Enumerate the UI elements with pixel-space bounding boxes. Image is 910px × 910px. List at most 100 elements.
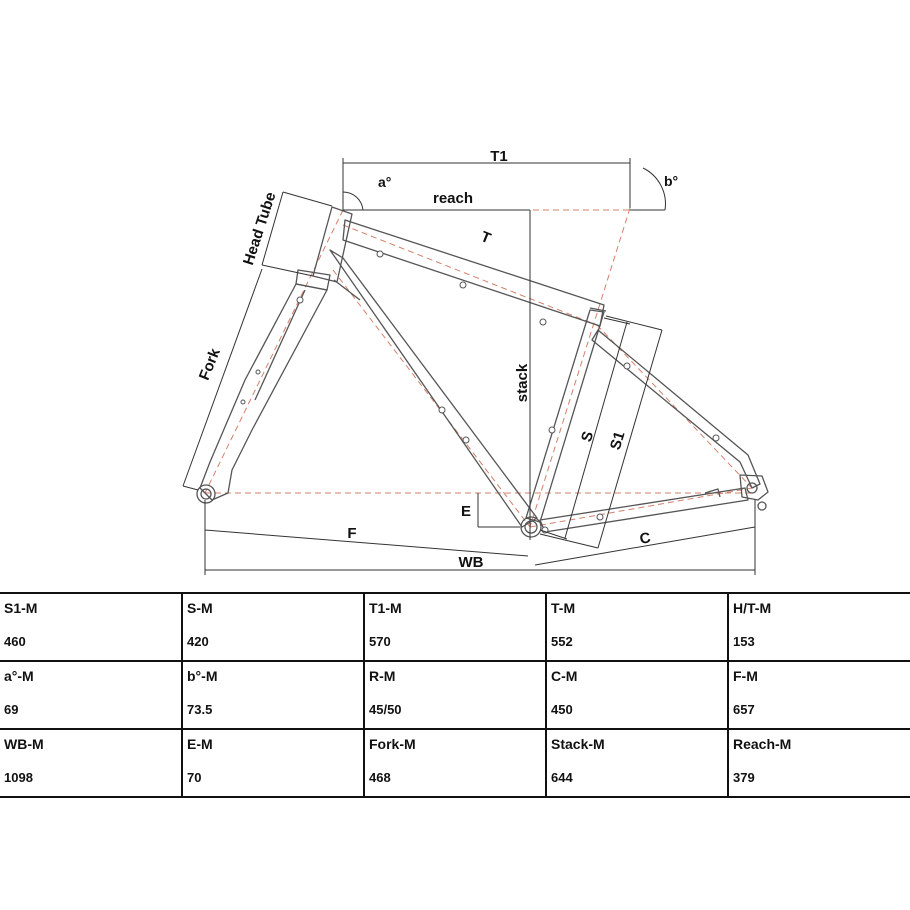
- table-cell: T-M 552: [546, 592, 729, 662]
- cell-value: 657: [733, 702, 755, 717]
- cell-label: WB-M: [4, 736, 44, 752]
- rear-axle: [746, 482, 758, 494]
- cell-label: Reach-M: [733, 736, 792, 752]
- fork-dropout-inner: [200, 488, 212, 500]
- cell-value: 379: [733, 770, 755, 785]
- cell-value: 644: [551, 770, 573, 785]
- table-cell: C-M 450: [546, 660, 729, 730]
- table-row: WB-M 1098 E-M 70 Fork-M 468 Stack-M 644 Reac…: [0, 728, 910, 798]
- cell-label: H/T-M: [733, 600, 772, 616]
- seat-collar: [589, 307, 607, 312]
- table-cell: E-M 70: [182, 728, 365, 798]
- boss: [459, 281, 467, 289]
- head-tube: [312, 206, 353, 283]
- cell-value: 450: [551, 702, 573, 717]
- label-fork: Fork: [196, 345, 224, 382]
- centerline-down-tube: [332, 269, 531, 528]
- frame-tubes: [196, 206, 769, 538]
- table-cell: H/T-M 153: [728, 592, 910, 662]
- seat-stay: [591, 329, 761, 489]
- cell-label: a°-M: [4, 668, 34, 684]
- cell-label: F-M: [733, 668, 758, 684]
- boss: [438, 406, 446, 414]
- chain-stay-bridge: [704, 488, 721, 498]
- cell-label: C-M: [551, 668, 578, 684]
- dim-head-tube-ext-bottom: [261, 264, 314, 277]
- cell-value: 552: [551, 634, 573, 649]
- boss: [596, 513, 604, 521]
- label-stack: stack: [514, 363, 531, 402]
- dim-s1-ext-bottom: [539, 533, 599, 549]
- cell-label: T-M: [551, 600, 576, 616]
- bike-frame-geometry-diagram: T1 a° b° reach T Head Tube Fork stack S …: [182, 148, 769, 575]
- label-f: F: [347, 525, 356, 542]
- cell-label: Stack-M: [551, 736, 605, 752]
- table-cell: b°-M 73.5: [182, 660, 365, 730]
- boss: [296, 296, 304, 304]
- cell-value: 69: [4, 702, 19, 717]
- label-head-tube: Head Tube: [240, 190, 280, 267]
- label-s1: S1: [607, 429, 629, 452]
- dim-s: [564, 321, 628, 539]
- dim-f: [204, 529, 529, 557]
- cell-value: 73.5: [187, 702, 213, 717]
- label-reach: reach: [433, 190, 473, 207]
- dim-s-ext-top: [603, 317, 631, 325]
- centerline-seat-tube: [529, 207, 631, 528]
- table-cell: F-M 657: [728, 660, 910, 730]
- boss: [712, 434, 720, 442]
- table-cell: WB-M 1098: [0, 728, 183, 798]
- cell-value: 1098: [4, 770, 33, 785]
- cell-value: 570: [369, 634, 391, 649]
- centerline-chain-stay: [529, 487, 753, 528]
- bottle-bosses: [240, 250, 720, 534]
- dim-s1-ext-top: [605, 315, 663, 331]
- dim-angle-b: [642, 167, 666, 211]
- dim-fork-ext-bottom: [182, 485, 199, 491]
- fork-blade: [199, 283, 328, 501]
- boss: [255, 369, 261, 375]
- boss: [462, 436, 470, 444]
- bottom-bracket: [520, 516, 542, 538]
- table-cell: T1-M 570: [364, 592, 547, 662]
- boss: [539, 318, 547, 326]
- centerline-head-tube: [204, 209, 344, 494]
- bottom-bracket-inner: [524, 520, 538, 534]
- dim-head-tube: [261, 191, 284, 266]
- cell-label: Fork-M: [369, 736, 416, 752]
- dim-s-ext-bottom: [539, 529, 568, 540]
- label-wb: WB: [459, 554, 484, 571]
- table-cell: Reach-M 379: [728, 728, 910, 798]
- down-tube-gusset: [333, 279, 361, 301]
- centerline-top-tube: [342, 224, 598, 326]
- cell-value: 153: [733, 634, 755, 649]
- boss: [548, 426, 556, 434]
- chain-stay: [539, 487, 749, 533]
- table-cell: a°-M 69: [0, 660, 183, 730]
- dimension-labels: T1 a° b° reach T Head Tube Fork stack S …: [196, 148, 678, 571]
- fork-dropout: [196, 484, 216, 504]
- cell-label: E-M: [187, 736, 213, 752]
- cell-value: 70: [187, 770, 202, 785]
- fork-blade-inner: [254, 289, 306, 401]
- dimension-lines: [182, 158, 756, 575]
- rear-dropout: [739, 474, 769, 501]
- cell-value: 468: [369, 770, 391, 785]
- boss: [376, 250, 384, 258]
- label-s: S: [578, 429, 597, 444]
- centerline-seat-stay: [596, 324, 753, 489]
- cell-label: T1-M: [369, 600, 402, 616]
- cell-label: S1-M: [4, 600, 38, 616]
- boss: [623, 362, 631, 370]
- cell-label: S-M: [187, 600, 213, 616]
- boss: [240, 399, 246, 405]
- dim-angle-a: [342, 191, 364, 211]
- derailleur-hanger: [757, 501, 767, 511]
- cell-label: b°-M: [187, 668, 218, 684]
